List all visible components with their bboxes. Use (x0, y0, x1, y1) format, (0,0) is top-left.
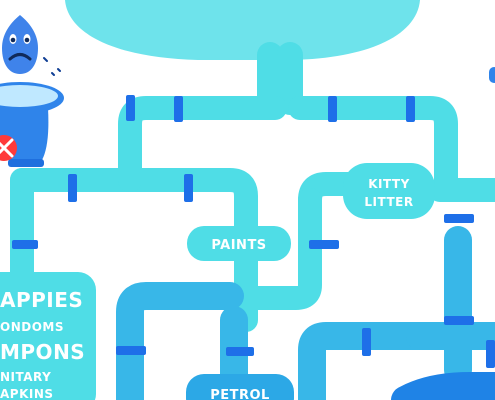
kitty-label-line2: LITTER (364, 195, 413, 209)
petrol-label: PETROL (186, 374, 294, 400)
left-line5: APKINS (0, 387, 54, 400)
pipe-connectors (12, 95, 495, 368)
petrol-label-text: PETROL (210, 388, 270, 400)
no-sign-icon (0, 135, 17, 161)
dark-pipes (391, 372, 495, 400)
right-edge-indicator-icon (489, 67, 495, 83)
left-line4: NITARY (0, 370, 51, 384)
kitty-litter-label: KITTY LITTER (343, 163, 435, 219)
paints-label: PAINTS (187, 226, 291, 261)
top-reservoir (65, 0, 420, 60)
left-line1: APPIES (0, 288, 83, 312)
main-stems (257, 42, 303, 115)
left-panel: APPIES ONDOMS MPONS NITARY APKINS (0, 272, 96, 400)
left-line2: ONDOMS (0, 320, 64, 334)
paints-label-text: PAINTS (211, 238, 266, 253)
kitty-label-line1: KITTY (368, 177, 410, 191)
left-line3: MPONS (0, 340, 85, 364)
worried-face-icon (2, 15, 61, 76)
